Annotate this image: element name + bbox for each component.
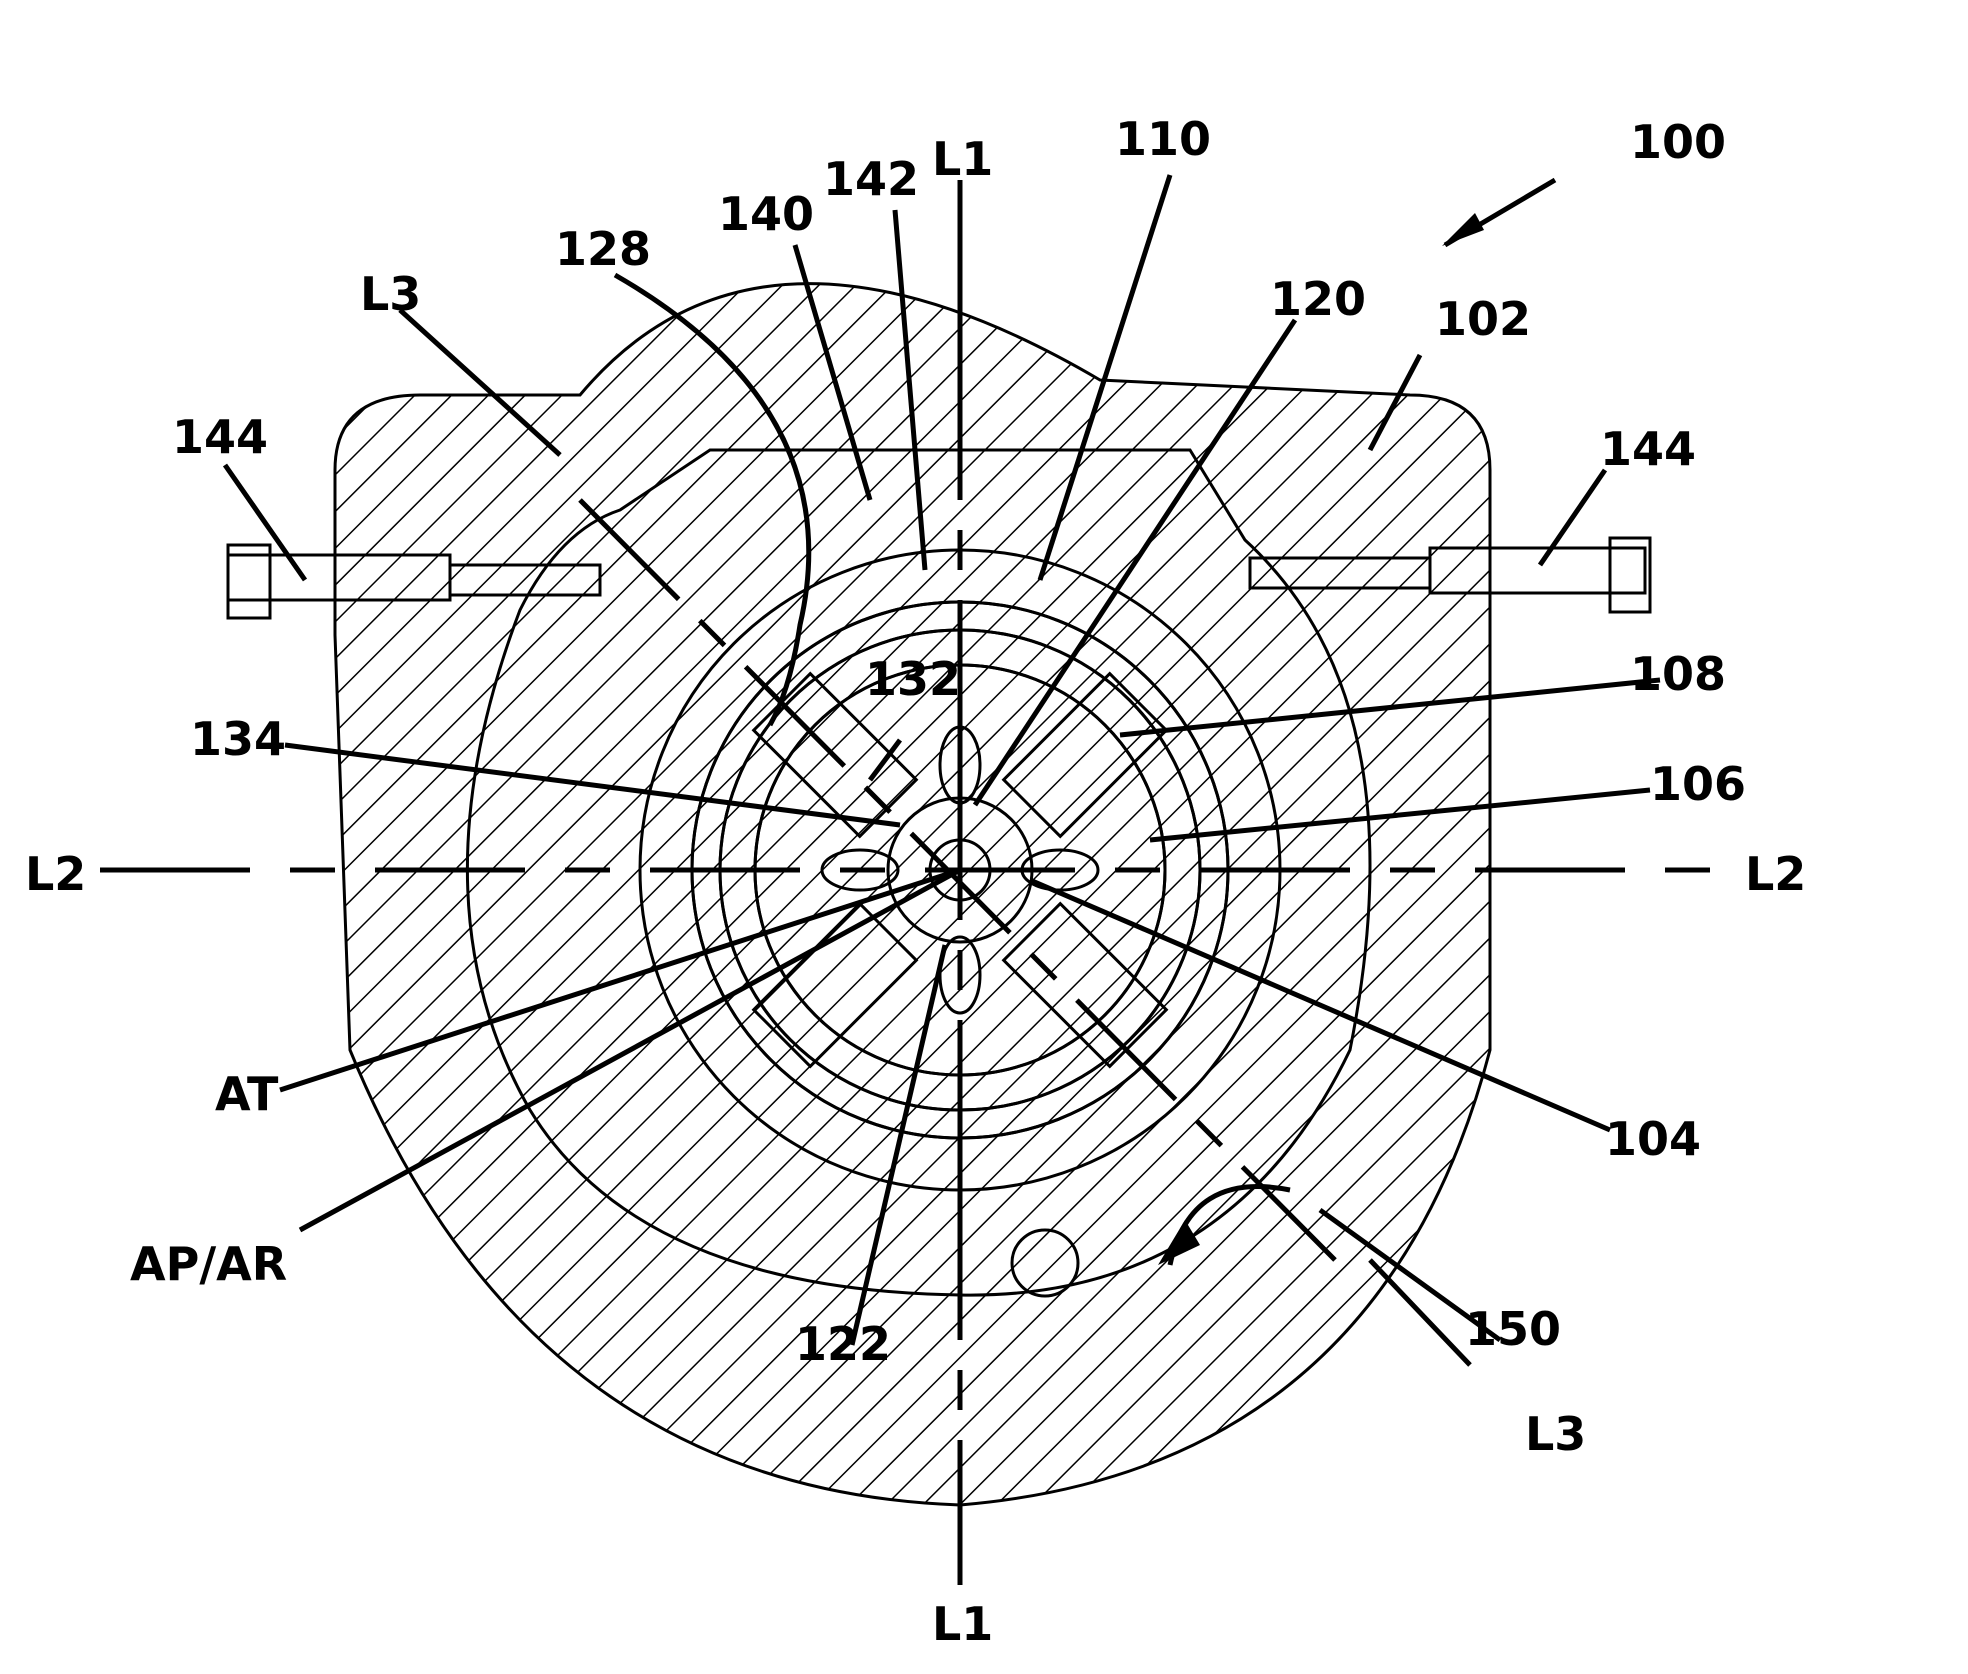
label-120: 120	[1270, 272, 1366, 326]
label-128: 128	[555, 222, 651, 276]
label-l3-bottom: L3	[1525, 1407, 1586, 1461]
label-l3-top: L3	[360, 267, 421, 321]
label-100: 100	[1630, 115, 1726, 169]
label-l1-top: L1	[932, 132, 993, 186]
label-122: 122	[795, 1317, 891, 1371]
label-ap-ar: AP/AR	[130, 1237, 287, 1291]
label-144-left: 144	[172, 410, 268, 464]
label-110: 110	[1115, 112, 1211, 166]
label-102: 102	[1435, 292, 1531, 346]
label-134: 134	[190, 712, 286, 766]
label-l1-bottom: L1	[932, 1597, 993, 1651]
label-142: 142	[823, 152, 919, 206]
label-104: 104	[1605, 1112, 1701, 1166]
label-108: 108	[1630, 647, 1726, 701]
label-140: 140	[718, 187, 814, 241]
label-150: 150	[1465, 1302, 1561, 1356]
label-l2-right: L2	[1745, 847, 1806, 901]
label-106: 106	[1650, 757, 1746, 811]
label-l2-left: L2	[25, 847, 86, 901]
label-132: 132	[865, 652, 961, 706]
label-144-right: 144	[1600, 422, 1696, 476]
label-at: AT	[215, 1067, 279, 1121]
